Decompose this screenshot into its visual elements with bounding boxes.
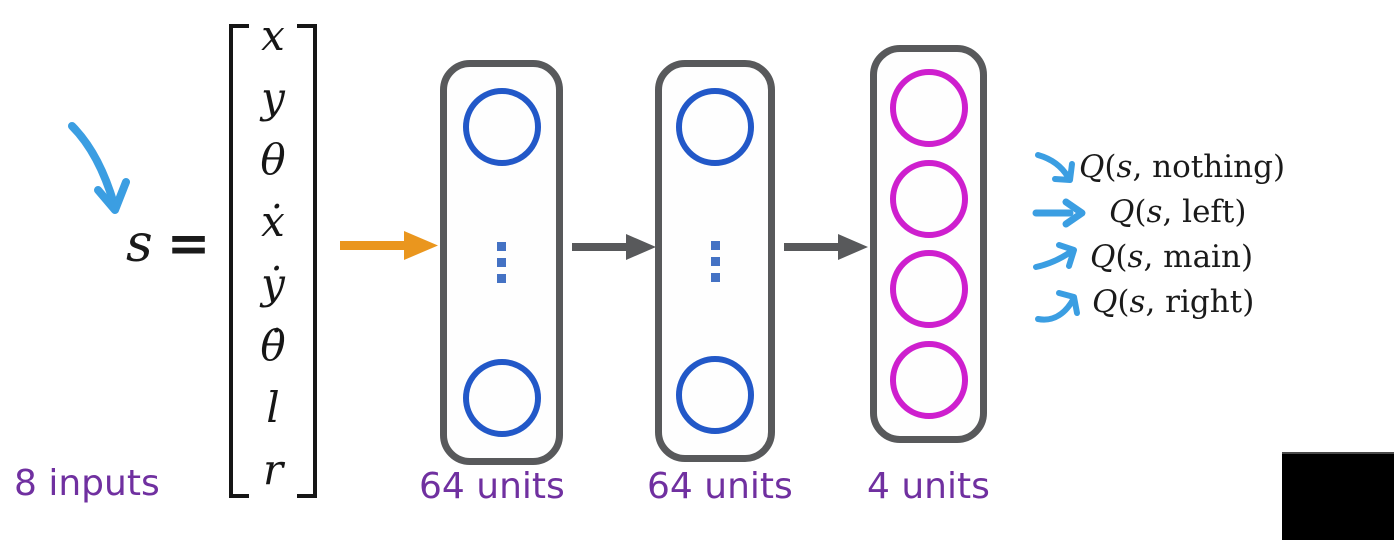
vector-entry: l [266,382,280,432]
vector-entry: ẏ [261,258,285,308]
ellipsis-dots [710,240,720,282]
q-arrow-down-icon [1035,151,1075,183]
layer-arrow-icon [572,234,656,260]
q-value-outputs: Q(s, nothing) Q(s, left) Q(s, main) Q(s,… [1032,145,1332,325]
neuron-circle [889,250,968,329]
output-caption: 4 units [867,466,990,507]
q-value-row: Q(s, right) [1032,280,1332,325]
neuron-circle [889,341,968,420]
neuron-circle [676,88,754,166]
layer2-caption: 64 units [647,466,793,507]
q-label: Q(s, main) [1090,239,1254,275]
vector-entry: y [261,72,285,122]
video-overlay-rect [1282,452,1394,540]
hidden-layer-2 [655,60,775,462]
inputs-caption: 8 inputs [14,463,160,504]
q-arrow-curve-up-icon [1035,289,1080,323]
q-value-row: Q(s, left) [1032,190,1332,235]
input-arrow-icon [340,231,438,260]
pointer-arrow-icon [68,122,130,214]
vector-entry: θ̇ [260,320,286,370]
vector-entry: x [261,11,285,60]
ellipsis-dots [497,242,506,283]
equals-sign: = [166,213,211,274]
q-arrow-right-icon [1032,198,1086,227]
neuron-circle [889,68,968,147]
neuron-circle [462,88,541,166]
neuron-circle [676,356,754,434]
vector-bracket-left [229,24,249,498]
state-symbol: s [126,214,153,274]
vector-entry: ẋ [261,196,285,246]
output-layer [870,45,987,443]
hidden-layer-1 [440,60,563,465]
layer-arrow-icon [784,234,868,260]
state-equation: s= [126,218,210,271]
vector-entry: r [262,444,284,494]
state-vector: x y θ ẋ ẏ θ̇ l r [243,11,303,494]
q-value-row: Q(s, nothing) [1032,145,1332,190]
q-label: Q(s, left) [1109,194,1247,230]
q-label: Q(s, right) [1092,284,1255,320]
layer1-caption: 64 units [419,466,565,507]
q-label: Q(s, nothing) [1079,149,1286,185]
neuron-circle [889,159,968,238]
vector-entry: θ [260,134,286,184]
vector-bracket-right [297,24,317,498]
neuron-circle [462,359,541,437]
q-arrow-up-icon [1033,241,1077,270]
q-value-row: Q(s, main) [1032,235,1332,280]
